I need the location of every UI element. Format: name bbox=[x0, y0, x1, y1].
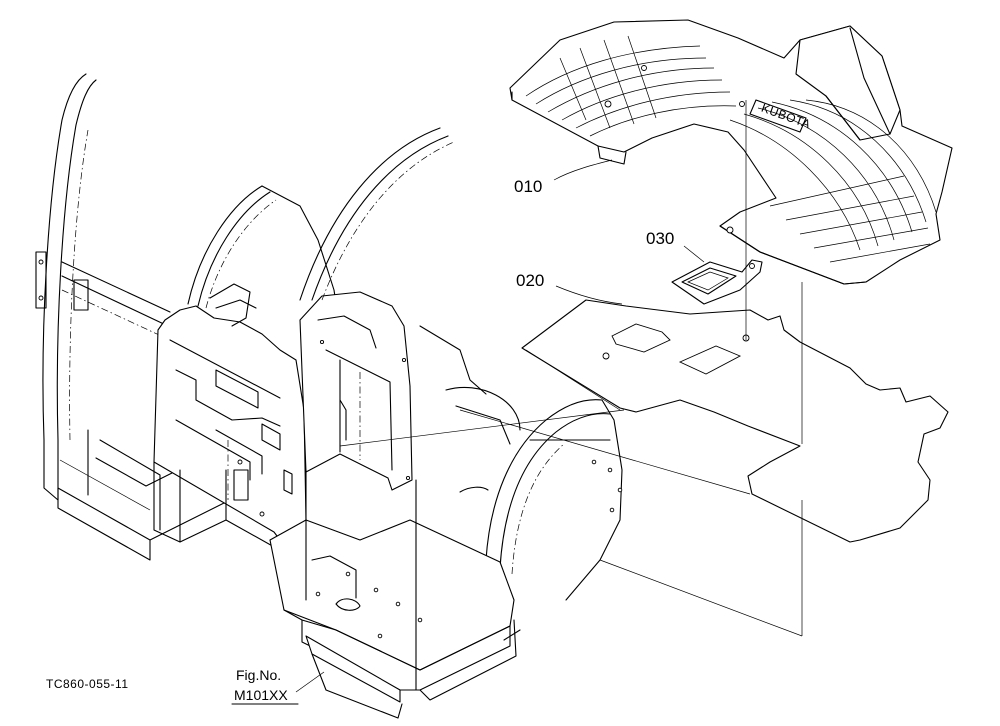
figure-label: Fig.No. bbox=[236, 667, 281, 683]
part-labels: 010 030 020 TC860-055-11 Fig.No. M101XX bbox=[46, 177, 674, 705]
floor-mat-010: KUBOTA bbox=[509, 19, 953, 285]
figure-number: M101XX bbox=[234, 687, 288, 703]
cover-plate-030 bbox=[671, 259, 763, 305]
drawing-code: TC860-055-11 bbox=[46, 677, 129, 691]
floor-sheet-020 bbox=[521, 299, 949, 543]
cab-frame bbox=[35, 73, 623, 719]
part-label-010: 010 bbox=[514, 177, 542, 196]
part-label-020: 020 bbox=[516, 271, 544, 290]
part-label-030: 030 bbox=[646, 229, 674, 248]
reference-lines bbox=[295, 100, 803, 693]
